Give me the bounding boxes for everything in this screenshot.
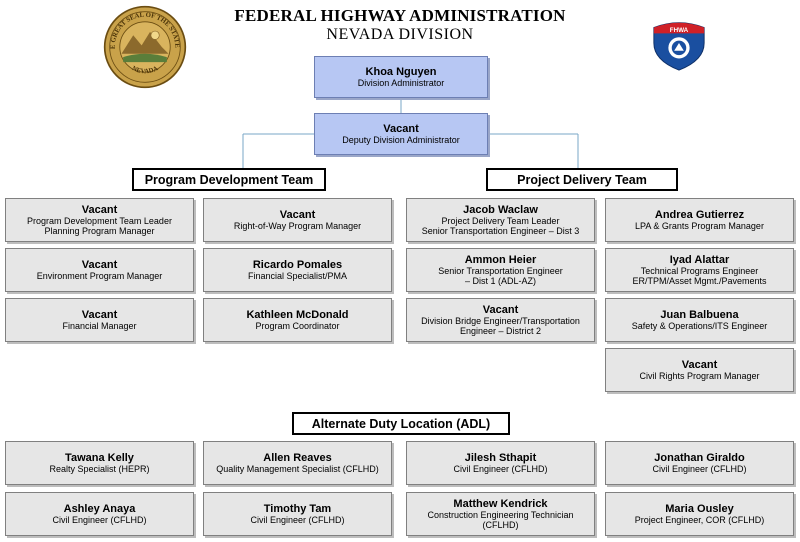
deputy-division-administrator-box: Vacant Deputy Division Administrator [314, 113, 488, 155]
person-role: Planning Program Manager [44, 226, 155, 237]
project-delivery-member: Vacant Civil Rights Program Manager [605, 348, 794, 392]
person-role: Right-of-Way Program Manager [233, 221, 362, 232]
person-role: Engineer – District 2 [459, 326, 542, 337]
person-role: Senior Transportation Engineer [438, 266, 563, 277]
project-delivery-member: Jacob Waclaw Project Delivery Team Leade… [406, 198, 595, 242]
person-name: Jilesh Sthapit [464, 451, 537, 464]
person-name: Ricardo Pomales [252, 258, 343, 271]
adl-member: Jonathan Giraldo Civil Engineer (CFLHD) [605, 441, 794, 485]
person-role: Project Delivery Team Leader [441, 216, 560, 227]
page-title: FEDERAL HIGHWAY ADMINISTRATION [234, 6, 566, 25]
person-role: Program Coordinator [255, 321, 340, 332]
person-name: Juan Balbuena [660, 308, 739, 321]
adl-member: Allen Reaves Quality Management Speciali… [203, 441, 392, 485]
fhwa-logo-text: FHWA [670, 27, 689, 34]
person-role: Civil Engineer (CFLHD) [652, 464, 747, 475]
person-role: Financial Specialist/PMA [247, 271, 348, 282]
project-delivery-member: Andrea Gutierrez LPA & Grants Program Ma… [605, 198, 794, 242]
person-name: Tawana Kelly [65, 451, 134, 464]
person-name: Matthew Kendrick [453, 497, 548, 510]
program-development-member: Vacant Right-of-Way Program Manager [203, 198, 392, 242]
adl-member: Timothy Tam Civil Engineer (CFLHD) [203, 492, 392, 536]
person-role: Civil Engineer (CFLHD) [52, 515, 147, 526]
nevada-seal-icon: THE GREAT SEAL OF THE STATE OF NEVADA [103, 5, 187, 89]
person-name: Ammon Heier [464, 253, 537, 266]
program-development-member: Vacant Environment Program Manager [5, 248, 194, 292]
seal-text-bottom: NEVADA [131, 65, 160, 75]
person-name: Vacant [383, 122, 419, 135]
project-delivery-member: Vacant Division Bridge Engineer/Transpor… [406, 298, 595, 342]
person-role: Realty Specialist (HEPR) [49, 464, 150, 475]
person-role: LPA & Grants Program Manager [635, 221, 764, 232]
project-delivery-member: Ammon Heier Senior Transportation Engine… [406, 248, 595, 292]
person-role: Division Bridge Engineer/Transportation [421, 316, 580, 327]
person-role: Technical Programs Engineer [640, 266, 759, 277]
project-delivery-member: Iyad Alattar Technical Programs Engineer… [605, 248, 794, 292]
adl-member: Jilesh Sthapit Civil Engineer (CFLHD) [406, 441, 595, 485]
person-role: Environment Program Manager [36, 271, 163, 282]
program-development-member: Ricardo Pomales Financial Specialist/PMA [203, 248, 392, 292]
person-role: Civil Rights Program Manager [639, 371, 760, 382]
program-development-member: Vacant Program Development Team Leader P… [5, 198, 194, 242]
person-name: Jonathan Giraldo [654, 451, 745, 464]
person-role: Program Development Team Leader [27, 216, 172, 227]
person-name: Khoa Nguyen [365, 65, 437, 78]
person-name: Vacant [81, 258, 118, 271]
person-role: Civil Engineer (CFLHD) [250, 515, 345, 526]
person-name: Allen Reaves [263, 451, 332, 464]
person-name: Vacant [482, 303, 519, 316]
person-name: Jacob Waclaw [463, 203, 538, 216]
person-role: Project Engineer, COR (CFLHD) [634, 515, 765, 526]
person-name: Vacant [81, 308, 118, 321]
person-name: Vacant [81, 203, 118, 216]
person-name: Timothy Tam [263, 502, 332, 515]
adl-member: Matthew Kendrick Construction Engineerin… [406, 492, 595, 536]
person-role: Deputy Division Administrator [342, 135, 460, 146]
project-delivery-member: Juan Balbuena Safety & Operations/ITS En… [605, 298, 794, 342]
program-development-team-header: Program Development Team [132, 168, 326, 191]
adl-member: Maria Ousley Project Engineer, COR (CFLH… [605, 492, 794, 536]
person-name: Iyad Alattar [669, 253, 730, 266]
person-name: Vacant [681, 358, 718, 371]
person-role: Construction Engineering Technician [427, 510, 574, 521]
person-name: Ashley Anaya [63, 502, 136, 515]
person-role: Division Administrator [357, 78, 445, 89]
adl-header: Alternate Duty Location (ADL) [292, 412, 510, 435]
person-role: (CFLHD) [482, 520, 519, 531]
project-delivery-team-header: Project Delivery Team [486, 168, 678, 191]
program-development-member: Kathleen McDonald Program Coordinator [203, 298, 392, 342]
person-name: Kathleen McDonald [246, 308, 349, 321]
person-name: Andrea Gutierrez [654, 208, 745, 221]
person-role: Financial Manager [62, 321, 137, 332]
person-name: Vacant [279, 208, 316, 221]
page-subtitle: NEVADA DIVISION [326, 26, 474, 43]
svg-text:NEVADA: NEVADA [131, 65, 160, 75]
person-role: Civil Engineer (CFLHD) [453, 464, 548, 475]
person-name: Maria Ousley [665, 502, 734, 515]
person-role: Senior Transportation Engineer – Dist 3 [421, 226, 580, 237]
person-role: – Dist 1 (ADL-AZ) [464, 276, 536, 287]
person-role: ER/TPM/Asset Mgmt./Pavements [632, 276, 767, 287]
adl-member: Ashley Anaya Civil Engineer (CFLHD) [5, 492, 194, 536]
division-administrator-box: Khoa Nguyen Division Administrator [314, 56, 488, 98]
fhwa-logo-icon: FHWA [653, 22, 705, 71]
person-role: Safety & Operations/ITS Engineer [631, 321, 768, 332]
program-development-member: Vacant Financial Manager [5, 298, 194, 342]
adl-member: Tawana Kelly Realty Specialist (HEPR) [5, 441, 194, 485]
person-role: Quality Management Specialist (CFLHD) [216, 464, 379, 475]
